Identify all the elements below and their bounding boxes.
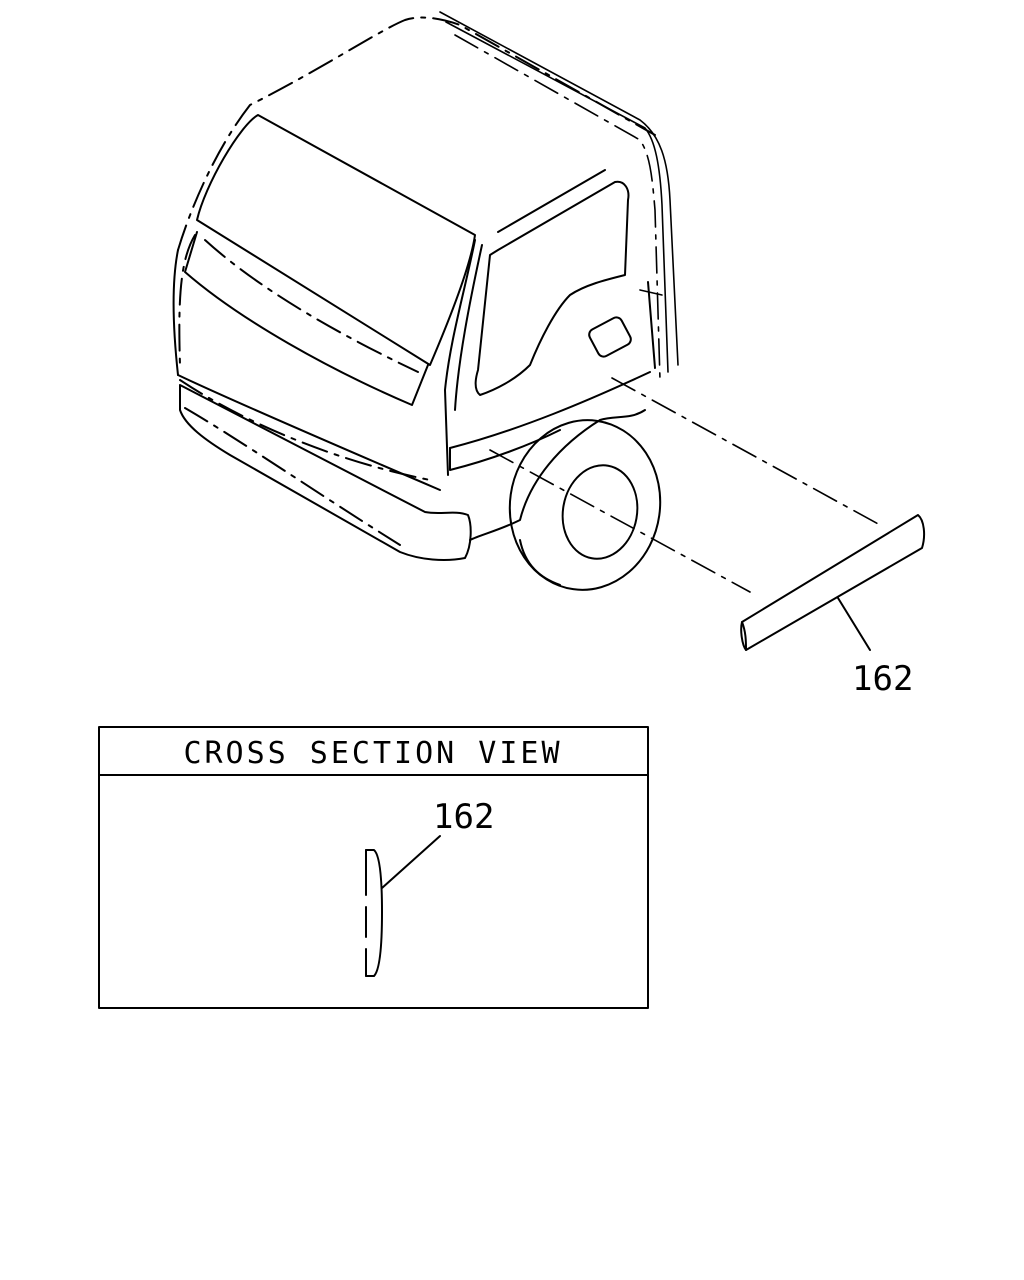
side-molding-end <box>741 621 747 651</box>
molding-section-profile <box>365 849 383 977</box>
side-molding <box>740 514 926 651</box>
installation-lines <box>489 377 881 593</box>
front-fender <box>469 409 646 541</box>
a-pillar <box>444 239 476 476</box>
front-fascia <box>177 374 441 491</box>
door-lower-edge <box>449 371 651 449</box>
truck-cab-illustration <box>172 11 679 591</box>
front-tire <box>508 419 662 591</box>
install-line-front <box>489 449 751 593</box>
front-bumper-dash <box>184 407 401 546</box>
part-number-callout-section: 162 <box>433 797 494 837</box>
cab-rear-edge-1 <box>439 11 679 366</box>
door-front-edge <box>454 244 483 411</box>
cab-front-left-edge-inner <box>178 234 196 366</box>
cab-rear-edge-3 <box>454 34 661 381</box>
cab-step <box>449 429 561 471</box>
door-window <box>474 180 630 396</box>
cross-section-view-box: CROSS SECTION VIEW 162 <box>98 726 649 1009</box>
cross-section-title: CROSS SECTION VIEW <box>183 736 562 771</box>
windshield <box>196 114 476 366</box>
door-handle <box>588 316 632 358</box>
door-rear-edge-2 <box>639 289 663 296</box>
side-molding-part <box>740 514 926 651</box>
part-number-callout-main: 162 <box>852 659 913 699</box>
door-rear-edge <box>647 281 656 369</box>
callout-leader-main <box>837 597 871 651</box>
cab-rear-edge-2 <box>445 21 669 373</box>
tire-tread-edge <box>519 539 561 586</box>
front-bumper <box>179 384 472 561</box>
door-upper-frame <box>497 169 606 233</box>
cab-roof-outline <box>177 16 656 251</box>
windshield-cowl-dash <box>204 239 419 373</box>
callout-leader-section <box>381 835 441 889</box>
cross-section-frame <box>98 726 649 1009</box>
windshield-cowl <box>184 231 429 406</box>
install-line-rear <box>611 377 881 526</box>
front-wheel-rim <box>561 464 639 560</box>
front-fascia-dash <box>179 379 431 481</box>
cab-front-left-edge <box>172 249 179 376</box>
